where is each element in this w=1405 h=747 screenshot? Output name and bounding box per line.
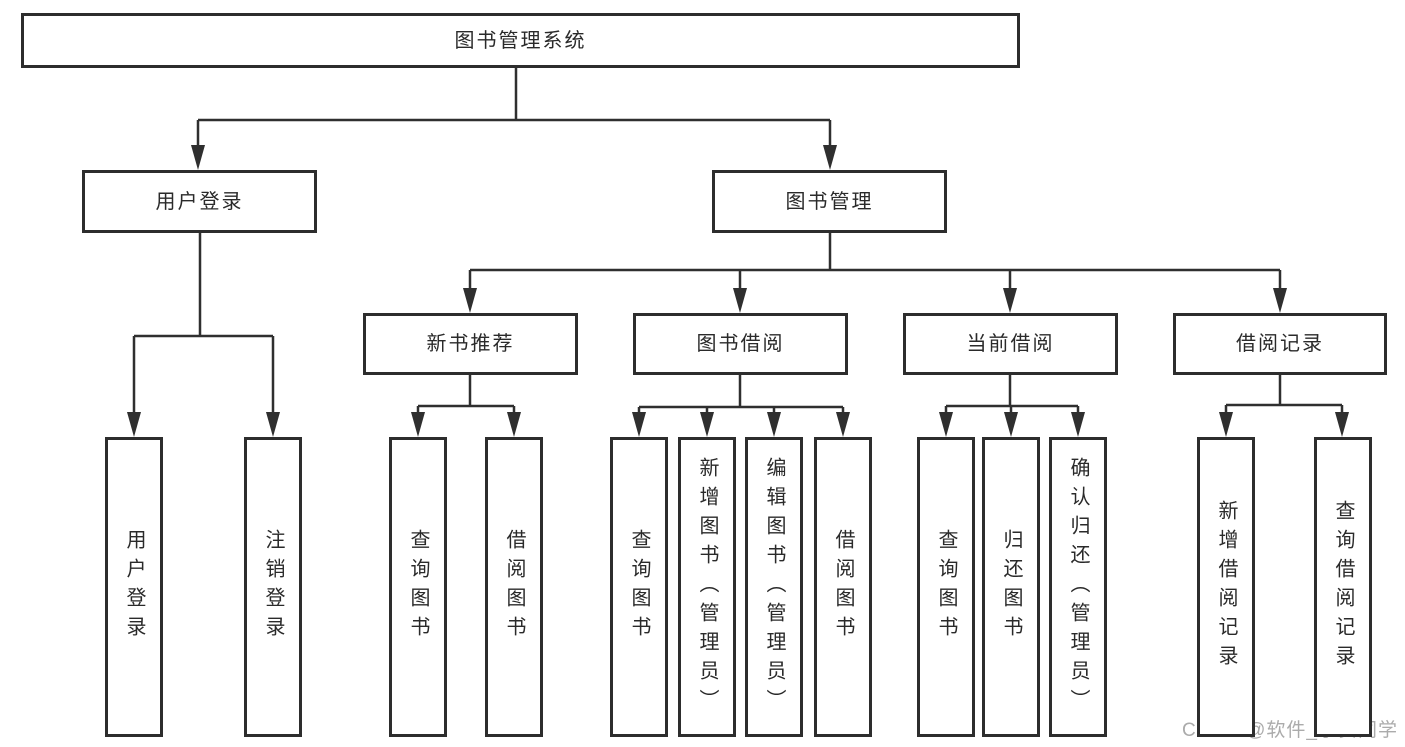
arrowhead-icon [939,412,953,437]
node-book-management: 图书管理 [712,170,947,233]
arrowhead-icon [1273,288,1287,313]
arrowhead-icon [700,412,714,437]
node-leaf-logout: 注销登录 [244,437,302,737]
node-leaf-return-books: 归还图书 [982,437,1040,737]
connector-from-borrowing-records [1219,375,1349,437]
connector-from-book-borrowing [632,375,850,437]
node-root-library-system: 图书管理系统 [21,13,1020,68]
node-label: 当前借阅 [966,333,1055,355]
node-label: 归还图书 [1000,529,1022,645]
node-leaf-query-books-b: 查询图书 [610,437,668,737]
arrowhead-icon [411,412,425,437]
connector-from-root-library-system [191,68,837,170]
arrowhead-icon [507,412,521,437]
node-leaf-add-borrow-record: 新增借阅记录 [1197,437,1255,737]
node-label: 确认归还（管理员） [1067,456,1089,718]
node-label: 新书推荐 [426,333,515,355]
node-label: 借阅图书 [832,529,854,645]
arrowhead-icon [1071,412,1085,437]
node-leaf-user-login: 用户登录 [105,437,163,737]
connector-from-user-login [127,233,280,437]
node-label: 查询图书 [935,529,957,645]
node-label: 用户登录 [123,529,145,645]
arrowhead-icon [1335,412,1349,437]
node-label: 注销登录 [262,529,284,645]
node-label: 查询借阅记录 [1332,500,1354,674]
connector-from-book-management [463,233,1287,313]
arrowhead-icon [463,288,477,313]
node-leaf-query-books-a: 查询图书 [389,437,447,737]
node-leaf-borrow-books-b: 借阅图书 [814,437,872,737]
arrowhead-icon [191,145,205,170]
node-leaf-query-books-c: 查询图书 [917,437,975,737]
node-label: 用户登录 [155,190,244,213]
arrowhead-icon [1004,412,1018,437]
node-leaf-confirm-return: 确认归还（管理员） [1049,437,1107,737]
node-label: 查询图书 [628,529,650,645]
node-label: 图书管理 [785,190,874,213]
arrowhead-icon [836,412,850,437]
node-book-borrowing: 图书借阅 [633,313,848,375]
node-user-login: 用户登录 [82,170,317,233]
arrowhead-icon [266,412,280,437]
arrowhead-icon [1219,412,1233,437]
node-label: 借阅记录 [1236,333,1324,355]
node-leaf-add-books-admin: 新增图书（管理员） [678,437,736,737]
node-label: 新增借阅记录 [1215,500,1237,674]
connector-from-new-book-recommend [411,375,521,437]
node-leaf-query-borrow-record: 查询借阅记录 [1314,437,1372,737]
node-new-book-recommend: 新书推荐 [363,313,578,375]
arrowhead-icon [1003,288,1017,313]
node-leaf-edit-books-admin: 编辑图书（管理员） [745,437,803,737]
node-label: 借阅图书 [503,529,525,645]
node-leaf-borrow-books-a: 借阅图书 [485,437,543,737]
connector-from-current-borrowing [939,375,1085,437]
node-label: 查询图书 [407,529,429,645]
arrowhead-icon [733,288,747,313]
arrowhead-icon [127,412,141,437]
node-label: 编辑图书（管理员） [763,456,785,718]
arrowhead-icon [632,412,646,437]
node-borrowing-records: 借阅记录 [1173,313,1387,375]
arrowhead-icon [823,145,837,170]
node-label: 图书借阅 [696,333,785,355]
arrowhead-icon [767,412,781,437]
node-label: 新增图书（管理员） [696,456,718,718]
node-current-borrowing: 当前借阅 [903,313,1118,375]
node-label: 图书管理系统 [454,29,587,52]
